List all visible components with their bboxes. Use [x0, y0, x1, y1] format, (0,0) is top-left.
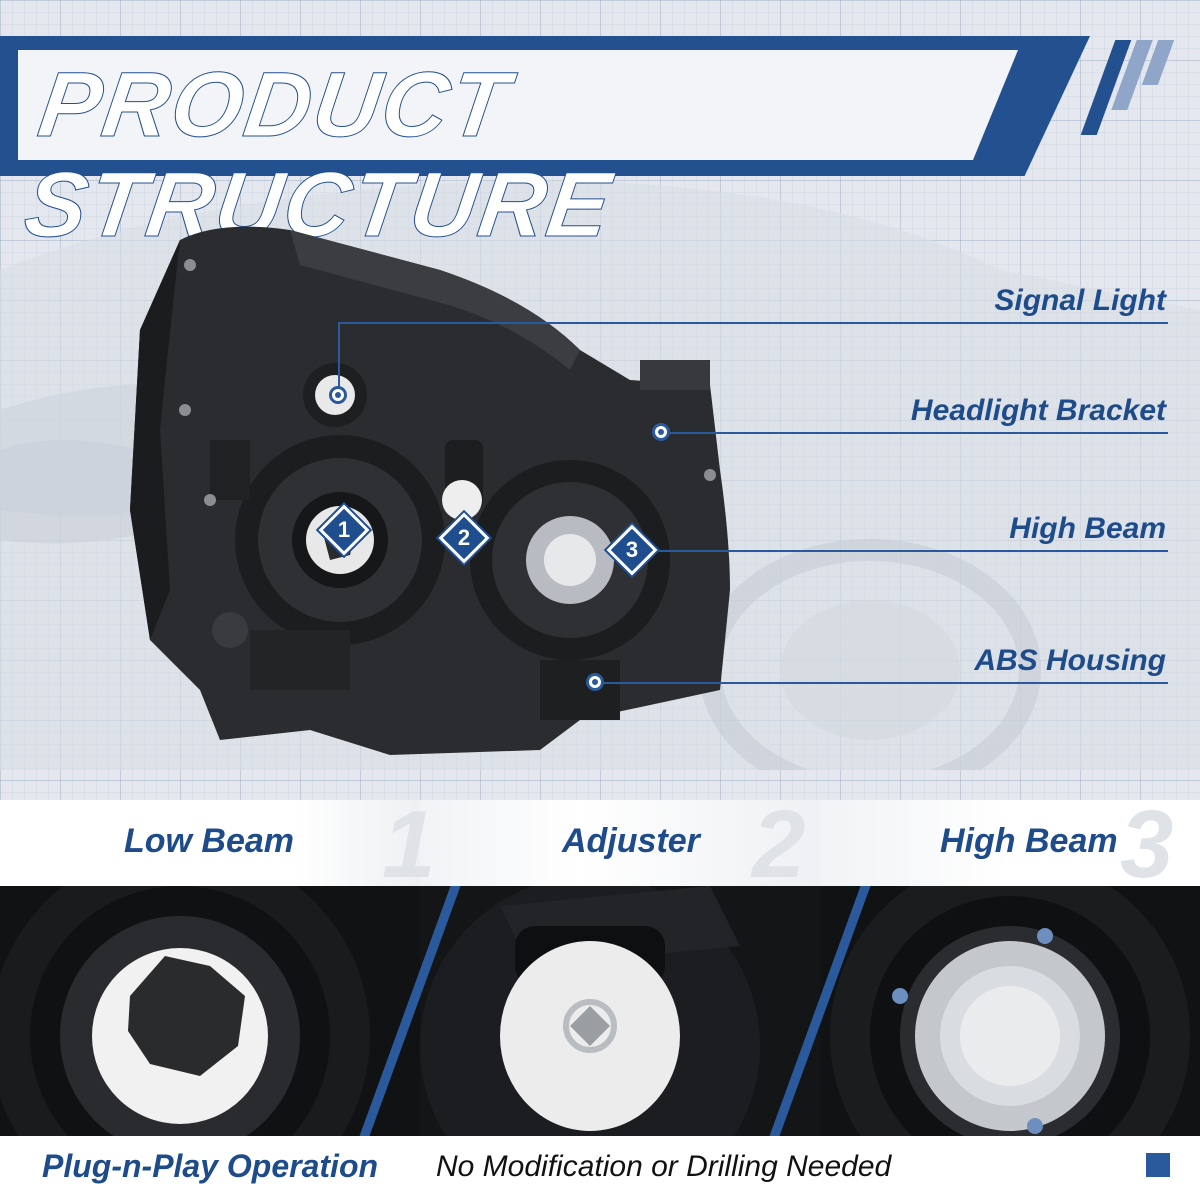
footer: Plug-n-Play Operation No Modification or…	[0, 1136, 1200, 1200]
callout-signal-light: Signal Light	[994, 284, 1166, 317]
section-number-3: 3	[1120, 791, 1174, 898]
low-beam-detail-image	[0, 886, 420, 1136]
adjuster-detail-image	[420, 886, 820, 1136]
callout-abs-housing: ABS Housing	[974, 644, 1166, 677]
footer-plug-n-play: Plug-n-Play Operation	[42, 1148, 379, 1184]
callout-dot	[652, 423, 670, 441]
section-background	[820, 800, 1200, 886]
marker-2-number: 2	[457, 525, 471, 550]
callout-line	[645, 550, 1168, 552]
section-background	[0, 800, 420, 886]
page-title: PRODUCT STRUCTURE	[18, 54, 619, 257]
section-labels-row: 1 2 3 Low Beam Adjuster High Beam	[0, 797, 1200, 893]
detail-photos	[0, 886, 1200, 1136]
marker-1-number: 1	[337, 517, 351, 542]
section-label-high-beam: High Beam	[940, 822, 1118, 860]
callout-line	[338, 322, 340, 394]
section-number-1: 1	[382, 791, 436, 898]
callout-high-beam: High Beam	[1009, 512, 1166, 545]
title-banner-inner	[18, 50, 1018, 160]
footer-no-modification: No Modification or Drilling Needed	[436, 1150, 892, 1183]
callout-headlight-bracket: Headlight Bracket	[910, 394, 1166, 427]
headlight-image	[130, 226, 730, 755]
section-number-2: 2	[752, 791, 806, 898]
callout-dot	[586, 673, 604, 691]
section-background	[420, 800, 820, 886]
callout-line	[670, 432, 1168, 434]
callout-line	[338, 322, 1168, 324]
callout-dot	[329, 386, 347, 404]
footer-accent-square	[1146, 1153, 1170, 1177]
section-label-low-beam: Low Beam	[124, 822, 295, 860]
structure-area: PRODUCT STRUCTURE	[0, 0, 1200, 800]
callout-line	[603, 682, 1168, 684]
section-label-adjuster: Adjuster	[562, 822, 700, 860]
high-beam-detail-image	[820, 886, 1200, 1136]
marker-3-number: 3	[625, 537, 639, 562]
